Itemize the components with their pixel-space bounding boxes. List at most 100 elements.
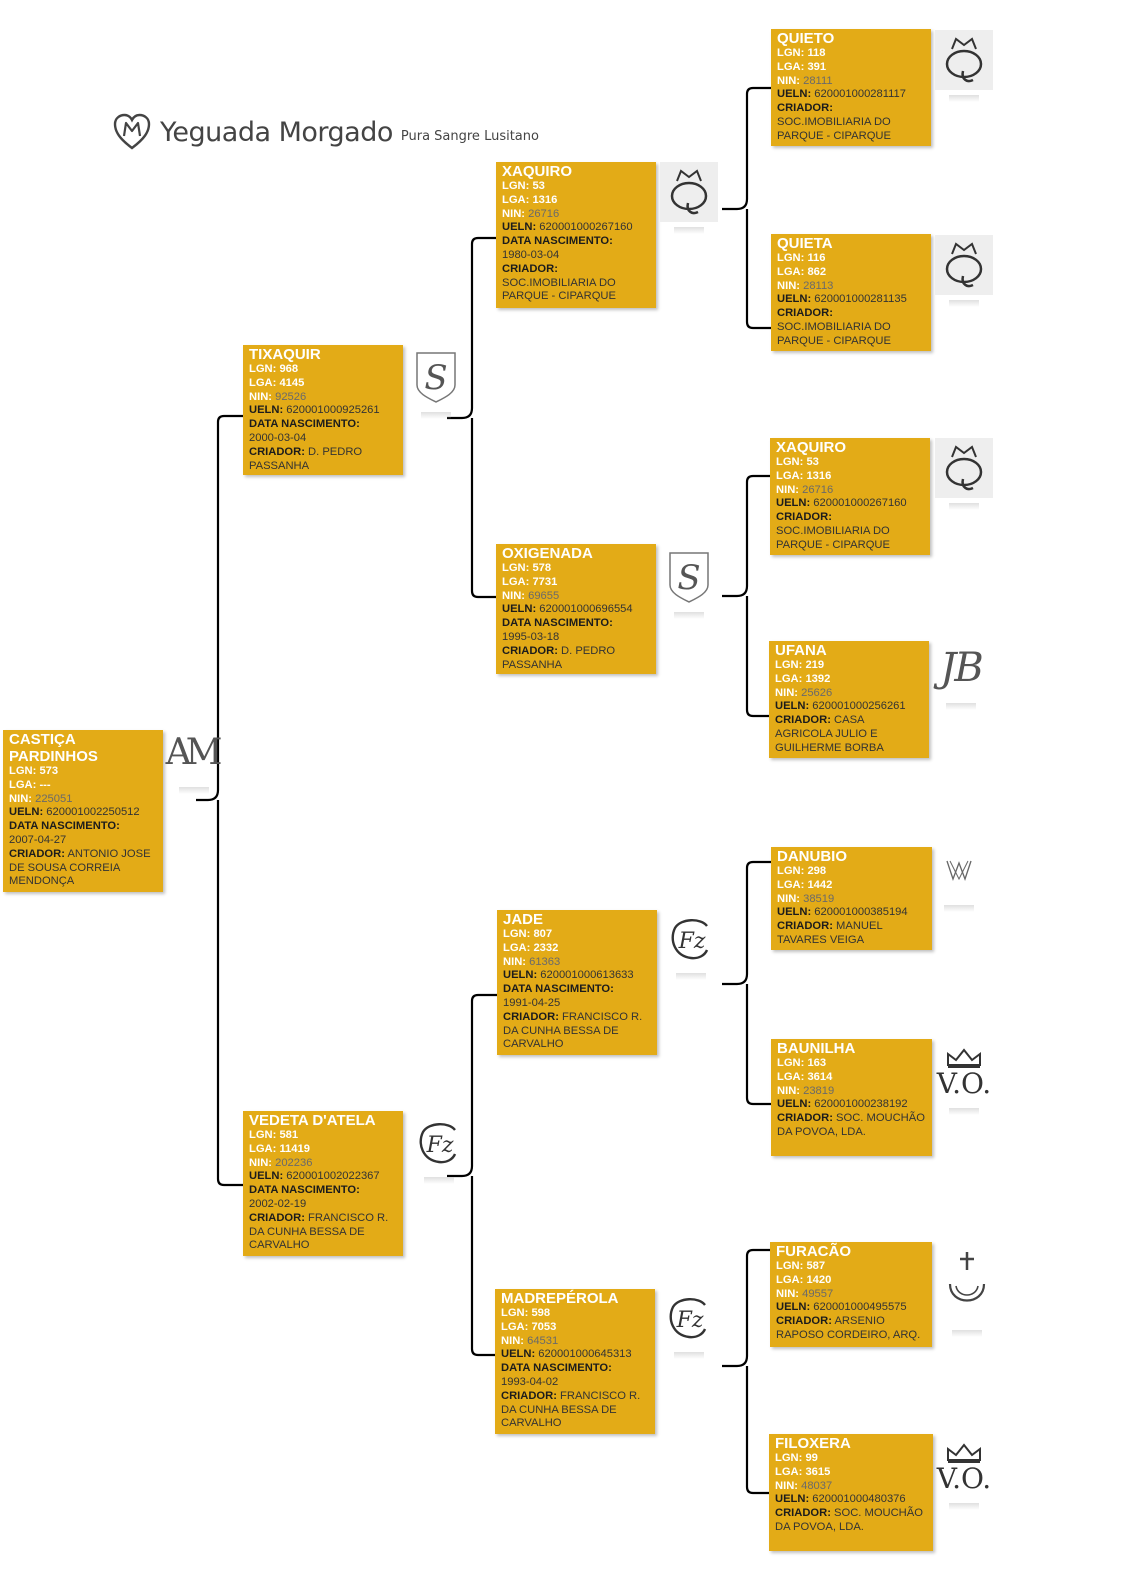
crowned-q-brand-icon (935, 30, 993, 102)
lgn-value: 598 (531, 1307, 551, 1319)
lga-value: --- (39, 778, 51, 791)
birth-date: 1991-04-25 (503, 996, 561, 1009)
breeder-row: CRIADOR: D. PEDRO PASSANHA (502, 645, 650, 673)
ueln-row: UELN: 620001000281135 (777, 293, 925, 307)
ueln-value: 620001000238192 (814, 1098, 908, 1111)
field-label: UELN: (777, 1098, 812, 1111)
field-label: LGN: (776, 456, 804, 468)
birth-row-label: DATA NASCIMENTO: (9, 820, 157, 834)
lga-value: 1316 (806, 469, 832, 482)
lgn-value: 53 (806, 456, 819, 468)
lga-row: LGA: 391 (777, 61, 925, 75)
breeder-value: SOC.IMOBILIARIA DO PARQUE - CIPARQUE (776, 524, 890, 551)
field-label: DATA NASCIMENTO: (502, 235, 613, 248)
connector-root-lower (216, 800, 243, 1187)
lga-value: 3614 (807, 1070, 833, 1083)
nin-value: 202236 (275, 1156, 313, 1169)
lga-row: LGA: 1316 (502, 194, 650, 208)
breeder-value: D. PEDRO PASSANHA (249, 445, 363, 472)
lgn-row: LGN: 298 (777, 865, 926, 879)
field-label: LGA: (775, 672, 803, 685)
horse-name: MADREPÉROLA (501, 1290, 619, 1307)
nin-row: NIN: 26716 (502, 208, 650, 222)
ueln-row: UELN: 620001000495575 (776, 1301, 926, 1315)
lgn-value: 118 (807, 47, 826, 59)
lgn-value: 53 (532, 180, 545, 192)
field-label: LGN: (776, 1260, 804, 1272)
nin-row: NIN: 28113 (777, 280, 925, 294)
field-label: CRIADOR: (776, 511, 832, 524)
field-label: LGN: (775, 1452, 803, 1464)
ueln-value: 620001000281135 (814, 293, 907, 306)
lga-value: 7731 (532, 575, 558, 588)
breeder-value: FRANCISCO R. DA CUNHA BESSA DE CARVALHO (501, 1389, 641, 1430)
breeder-row: CRIADOR: FRANCISCO R. DA CUNHA BESSA DE … (501, 1390, 649, 1431)
field-label: NIN: (775, 686, 798, 699)
field-label: UELN: (777, 88, 812, 101)
nin-row: NIN: 64531 (501, 1335, 649, 1349)
connector-sire-lower (470, 418, 496, 599)
lga-row: LGA: 11419 (249, 1143, 397, 1157)
ueln-value: 620001000281117 (814, 88, 906, 101)
nin-row: NIN: 92526 (249, 391, 397, 405)
connector-dd-lower (745, 1366, 770, 1495)
connector-ds-lower (745, 984, 771, 1106)
lga-value: 1442 (807, 878, 833, 891)
field-label: LGA: (502, 193, 530, 206)
connector-dam-lower (470, 1176, 497, 1357)
fb-brand-icon: Fz (662, 908, 720, 980)
field-label: DATA NASCIMENTO: (249, 418, 360, 431)
lgn-row: LGN: 163 (777, 1057, 926, 1071)
lga-row: LGA: 3615 (775, 1466, 927, 1480)
lgn-row: LGN: 53 (776, 456, 924, 470)
breeder-value: SOC.IMOBILIARIA DO PARQUE - CIPARQUE (777, 320, 891, 347)
lgn-row: LGN: 587 (776, 1260, 926, 1274)
field-label: CRIADOR: (502, 644, 558, 657)
breeder-row: CRIADOR: CASA AGRICOLA JULIO E GUILHERME… (775, 714, 923, 755)
ueln-value: 620001000267160 (813, 497, 907, 510)
field-label: NIN: (502, 207, 525, 220)
nin-value: 23819 (803, 1084, 835, 1097)
ueln-row: UELN: 620001000267160 (776, 497, 924, 511)
crowned-q-brand-icon (660, 162, 718, 234)
breeder-row: CRIADOR: SOC.IMOBILIARIA DO PARQUE - CIP… (777, 307, 925, 348)
field-label: UELN: (776, 497, 811, 510)
field-label: CRIADOR: (9, 847, 65, 860)
field-label: DATA NASCIMENTO: (249, 1184, 360, 1197)
lga-row: LGA: 3614 (777, 1071, 926, 1085)
svg-text:S: S (424, 358, 447, 398)
field-label: NIN: (249, 1156, 272, 1169)
nin-value: 28113 (803, 279, 834, 292)
horse-name: UFANA (775, 642, 827, 659)
horse-name: XAQUIRO (776, 439, 847, 456)
connector-ds-stem (722, 973, 749, 986)
birth-row-label: DATA NASCIMENTO: (249, 418, 397, 432)
birth-date: 2007-04-27 (9, 833, 67, 846)
field-label: NIN: (777, 74, 800, 87)
svg-text:Fz: Fz (676, 1308, 704, 1333)
ueln-row: UELN: 620001000480376 (775, 1493, 927, 1507)
field-label: NIN: (777, 1084, 800, 1097)
field-label: CRIADOR: (775, 714, 831, 727)
horse-name: DANUBIO (777, 848, 847, 865)
field-label: LGN: (777, 252, 805, 264)
field-label: CRIADOR: (777, 920, 833, 933)
horse-name: VEDETA D'ATELA (249, 1112, 376, 1129)
ueln-row: UELN: 620001002022367 (249, 1170, 397, 1184)
horse-name: TIXAQUIR (249, 346, 321, 363)
